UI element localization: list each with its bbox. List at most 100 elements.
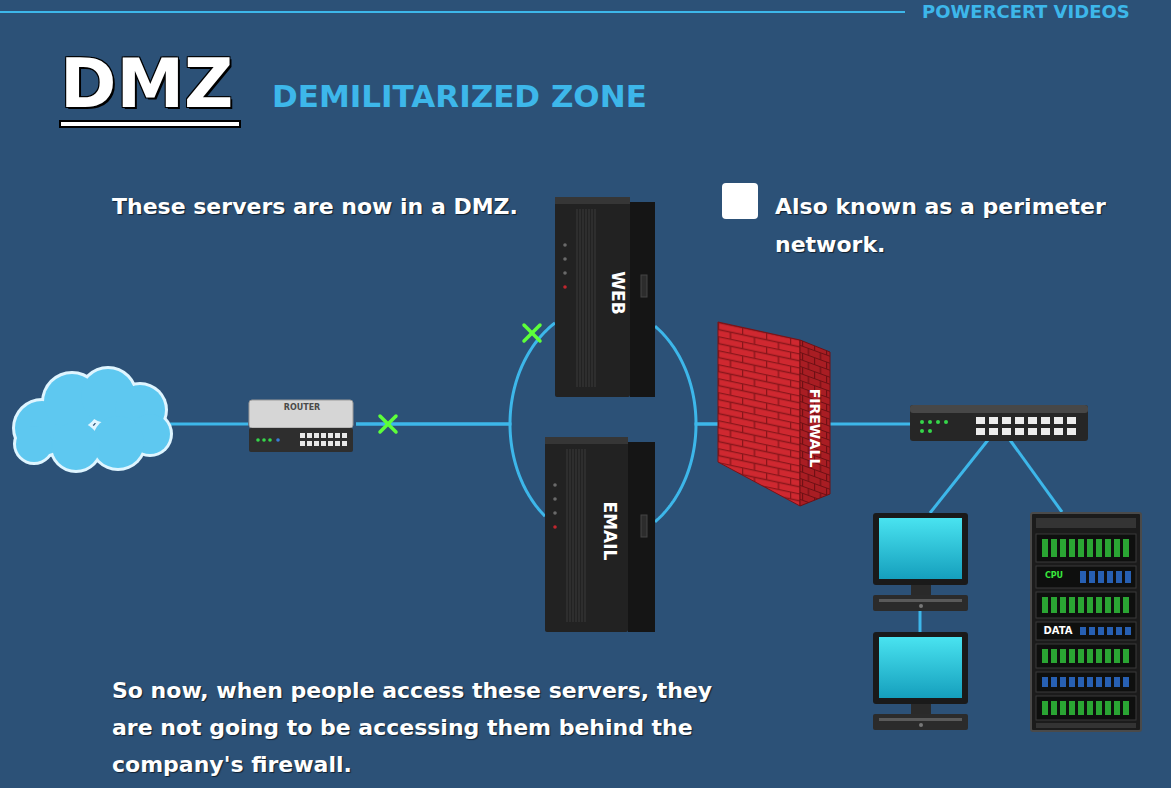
network-switch-part-part xyxy=(1041,417,1050,424)
rack-indicator xyxy=(1123,649,1129,663)
watermark: POWERCERT VIDEOS xyxy=(922,2,1162,22)
network-switch-part-part xyxy=(1002,417,1011,424)
rack-indicator xyxy=(1098,627,1104,635)
rack-indicator xyxy=(1078,597,1084,613)
rack-indicator xyxy=(1089,627,1095,635)
checkbox-part xyxy=(722,183,758,219)
rack-indicator xyxy=(1051,539,1057,557)
rack-indicator xyxy=(1060,677,1066,687)
router-port xyxy=(314,433,319,438)
rack-indicator xyxy=(1089,571,1095,583)
rack-panel xyxy=(1036,696,1136,720)
server-label: EMAIL xyxy=(601,502,618,561)
rack-indicator xyxy=(1096,677,1102,687)
network-switch-part-part xyxy=(1067,428,1076,435)
rack-indicator xyxy=(1087,597,1093,613)
rack-indicator xyxy=(1123,701,1129,715)
network-switch-part-part xyxy=(1067,417,1076,424)
router-port xyxy=(321,441,326,446)
rack-indicator xyxy=(1069,677,1075,687)
network-switch-part-part xyxy=(976,428,985,435)
rack-body xyxy=(1031,513,1141,731)
rack-indicator xyxy=(1042,701,1048,715)
computer-part xyxy=(911,585,931,595)
network-link xyxy=(356,323,555,424)
router-port xyxy=(335,433,340,438)
network-switch-part xyxy=(936,420,940,424)
computer-part xyxy=(919,723,923,727)
network-switch-part-part xyxy=(1041,428,1050,435)
rack-indicator xyxy=(1123,539,1129,557)
network-switch-part-part xyxy=(989,417,998,424)
computer-part xyxy=(879,518,962,579)
status-led xyxy=(256,438,260,442)
network-switch-part xyxy=(928,429,932,433)
green-x-marker-part xyxy=(524,325,540,341)
rack-indicator xyxy=(1114,677,1120,687)
computer-part xyxy=(873,632,968,704)
server-vent xyxy=(576,209,577,387)
router-port xyxy=(314,441,319,446)
rack-indicator xyxy=(1080,627,1086,635)
network-switch-part-part xyxy=(1028,428,1037,435)
server-vent xyxy=(581,449,582,622)
rack-indicator xyxy=(1116,571,1122,583)
computer xyxy=(873,632,968,730)
rack-indicator xyxy=(1051,677,1057,687)
note: These servers are now in a DMZ. xyxy=(112,188,522,226)
network-switch-part xyxy=(944,420,948,424)
network-link xyxy=(655,326,718,424)
rack-indicator xyxy=(1060,597,1066,613)
server-top xyxy=(545,437,628,444)
server-side xyxy=(628,442,655,632)
computer-part xyxy=(873,714,968,730)
server-front xyxy=(555,197,630,397)
rack-indicator xyxy=(1069,539,1075,557)
network-switch-part-part xyxy=(976,417,985,424)
green-x-marker-part xyxy=(380,416,396,432)
panel-label: CPU xyxy=(1045,572,1063,580)
network-switch-part-part xyxy=(1002,428,1011,435)
rack-indicator xyxy=(1078,649,1084,663)
router-port xyxy=(307,441,312,446)
server-vent xyxy=(569,449,570,622)
server-vent xyxy=(591,209,592,387)
rack-indicator xyxy=(1087,539,1093,557)
computer-part xyxy=(873,513,968,585)
subtitle: DEMILITARIZED ZONE xyxy=(272,78,752,114)
server-vent xyxy=(585,209,586,387)
rack-indicator xyxy=(1105,649,1111,663)
wire-part xyxy=(930,440,988,513)
rack-indicator xyxy=(1114,539,1120,557)
router-port xyxy=(335,441,340,446)
internet-cloud-part-part xyxy=(52,422,100,470)
status-led xyxy=(563,257,567,261)
computer-part xyxy=(919,604,923,608)
rack-indicator xyxy=(1069,649,1075,663)
router-port xyxy=(342,441,347,446)
rack-indicator xyxy=(1125,571,1131,583)
panel-label: DATA xyxy=(1043,626,1072,636)
rack-indicator xyxy=(1069,597,1075,613)
server-vent xyxy=(584,449,585,622)
rack-indicator xyxy=(1098,571,1104,583)
title: DMZ xyxy=(60,50,233,118)
rack-indicator xyxy=(1051,701,1057,715)
network-switch xyxy=(910,405,1088,441)
server-tower: EMAIL xyxy=(545,437,655,632)
device-label: ROUTER xyxy=(284,404,321,412)
computer-part xyxy=(879,637,962,698)
green-x-marker-part xyxy=(524,325,540,341)
firewall-front xyxy=(718,322,800,506)
green-x-marker-part xyxy=(380,416,396,432)
rack-indicator xyxy=(1087,701,1093,715)
rack-panel xyxy=(1036,672,1136,692)
status-led xyxy=(553,525,557,529)
status-led xyxy=(553,497,557,501)
internet-cloud-part xyxy=(12,366,173,473)
internet-cloud-part xyxy=(15,369,170,470)
router-port xyxy=(342,433,347,438)
checkbox xyxy=(722,183,758,219)
rack-panel xyxy=(1036,622,1136,640)
